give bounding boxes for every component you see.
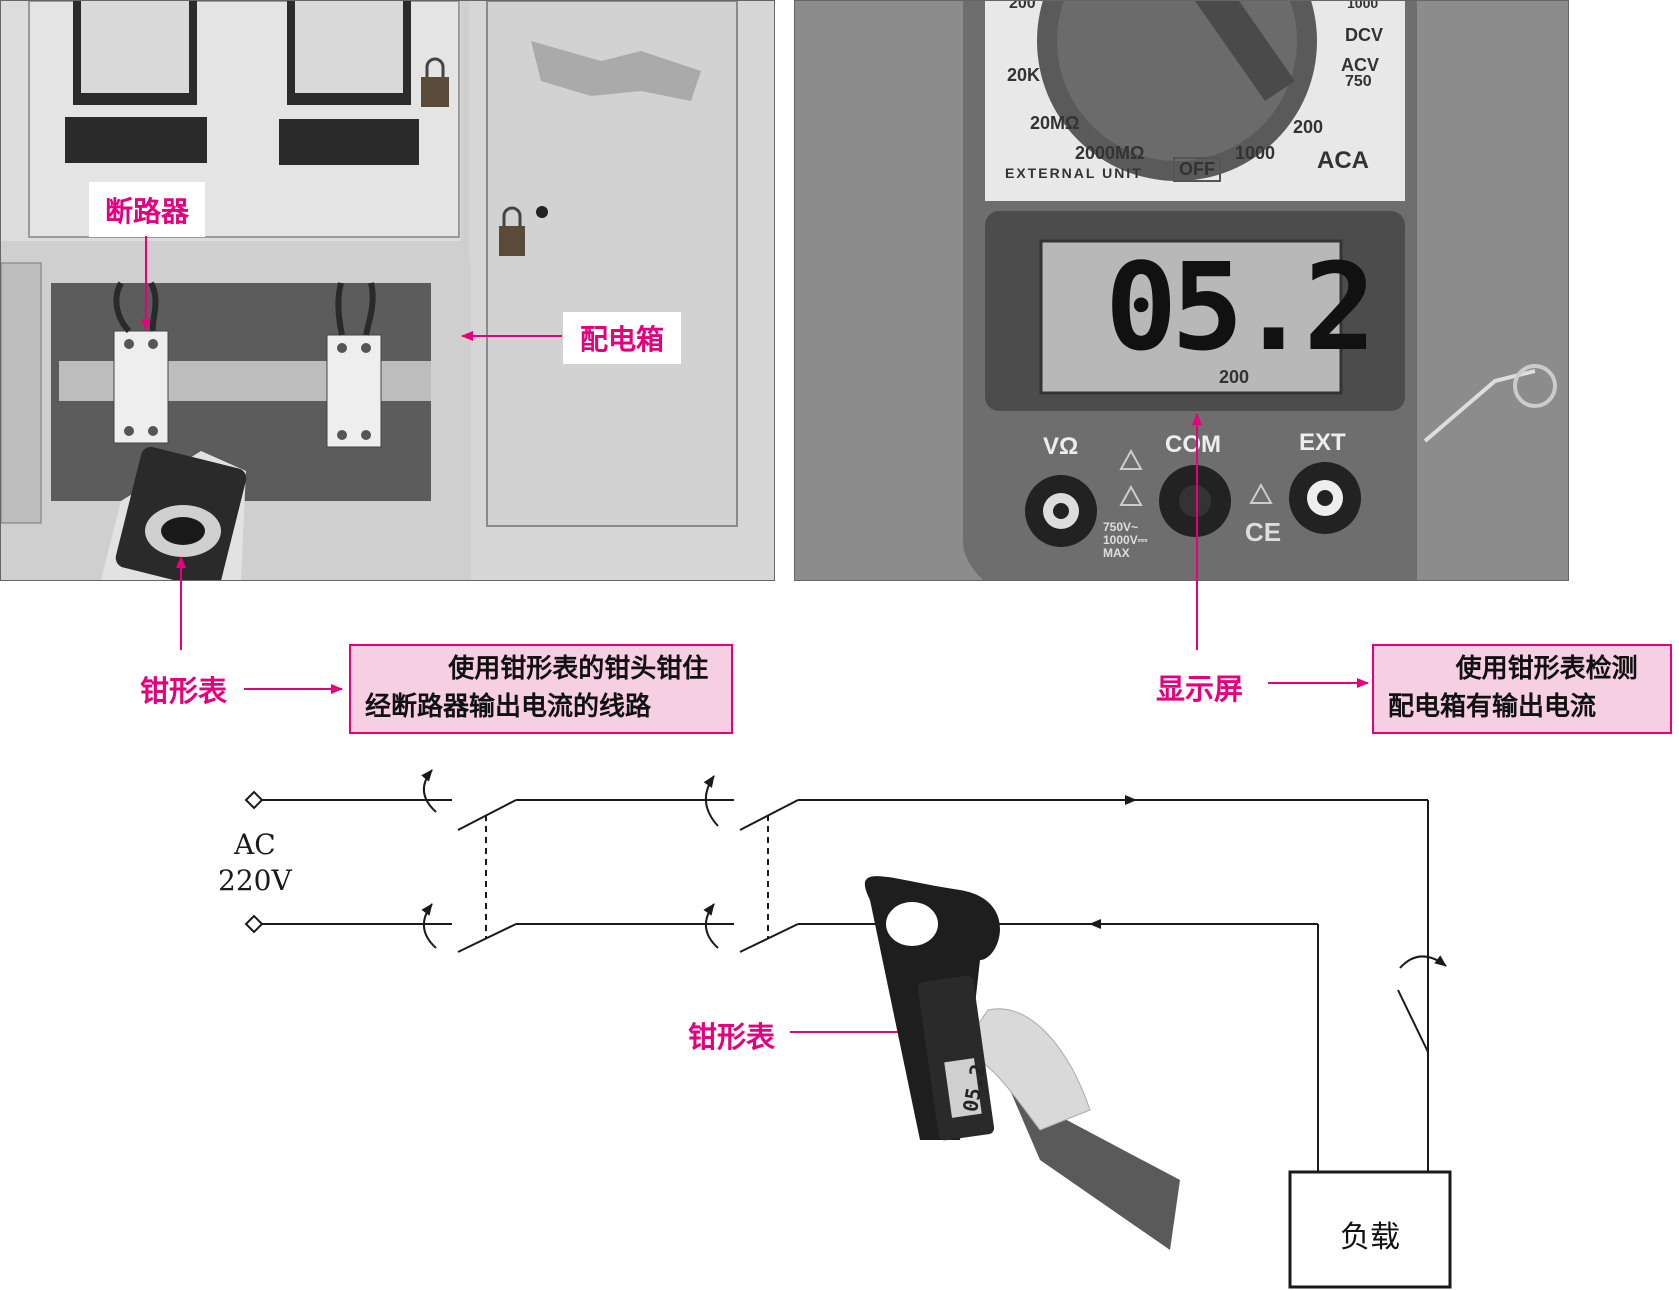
- dial-dcv: DCV: [1345, 25, 1384, 45]
- display-label: 显示屏: [1156, 672, 1244, 706]
- voltage-warning: 750V~ 1000V⎓ MAX: [1103, 520, 1148, 560]
- dial-acv-750: 750: [1345, 73, 1372, 90]
- clamp-meter-illustration: [864, 876, 1180, 1250]
- load-switch-blade: [1397, 989, 1429, 1053]
- load-label: 负载: [1340, 1220, 1400, 1255]
- dial-2000mohm: 2000MΩ: [1075, 143, 1145, 163]
- external-unit-label: EXTERNAL UNIT: [1005, 165, 1143, 181]
- terminal-top: [244, 790, 264, 810]
- ce-mark: CE: [1245, 517, 1282, 547]
- dial-dcv-1000: 1000: [1347, 0, 1379, 11]
- distribution-box-illustration: [1, 1, 774, 580]
- switch-arc-3: [703, 775, 719, 827]
- left-note-line2: 经断路器输出电流的线路: [365, 692, 652, 722]
- right-note-line2: 配电箱有输出电流: [1388, 692, 1597, 722]
- load-box: [1288, 1170, 1452, 1289]
- dial-aca-1000: 1000: [1235, 143, 1276, 163]
- right-note-box: 使用钳形表检测 配电箱有输出电流: [1372, 644, 1672, 734]
- switch-arc-2: [421, 903, 437, 949]
- multimeter-photo: 200 20K 1000 DCV ACV 750 20MΩ 2000MΩ EXT…: [794, 0, 1569, 581]
- lcd-reading: 05.2: [1105, 239, 1376, 378]
- lcd-range: 200: [1219, 367, 1250, 387]
- clamp-meter-label-circuit: 钳形表: [688, 1020, 776, 1054]
- dial-aca-200: 200: [1293, 117, 1324, 137]
- dial-top-200: 200: [1009, 0, 1036, 12]
- dial-off: OFF: [1173, 157, 1221, 182]
- dial-aca: ACA: [1317, 147, 1369, 174]
- switch-arc-4: [703, 903, 719, 949]
- switch-arc-load: [1399, 955, 1447, 969]
- terminal-bottom: [244, 914, 264, 934]
- distribution-box-photo: 断路器 配电箱: [0, 0, 775, 581]
- dial-acv: ACV: [1341, 55, 1380, 75]
- switch-arc-1: [421, 769, 437, 813]
- jack-com-label: COM: [1165, 431, 1221, 458]
- source-label-ac: AC: [234, 828, 276, 861]
- breaker-label: 断路器: [89, 182, 205, 237]
- jack-ext-label: EXT: [1299, 429, 1346, 456]
- right-note-line1: 使用钳形表检测: [1455, 654, 1638, 684]
- multimeter-illustration: [795, 1, 1568, 580]
- source-label-220v: 220V: [218, 864, 292, 897]
- left-note-box: 使用钳形表的钳头钳住 经断路器输出电流的线路: [349, 644, 733, 734]
- dial-20k: 20K: [1007, 65, 1041, 85]
- clamp-meter-label-top: 钳形表: [140, 674, 228, 708]
- left-note-line1: 使用钳形表的钳头钳住: [448, 654, 709, 684]
- distribution-box-label: 配电箱: [563, 312, 681, 364]
- dial-20mohm: 20MΩ: [1030, 113, 1080, 133]
- jack-vohm-label: VΩ: [1043, 433, 1079, 460]
